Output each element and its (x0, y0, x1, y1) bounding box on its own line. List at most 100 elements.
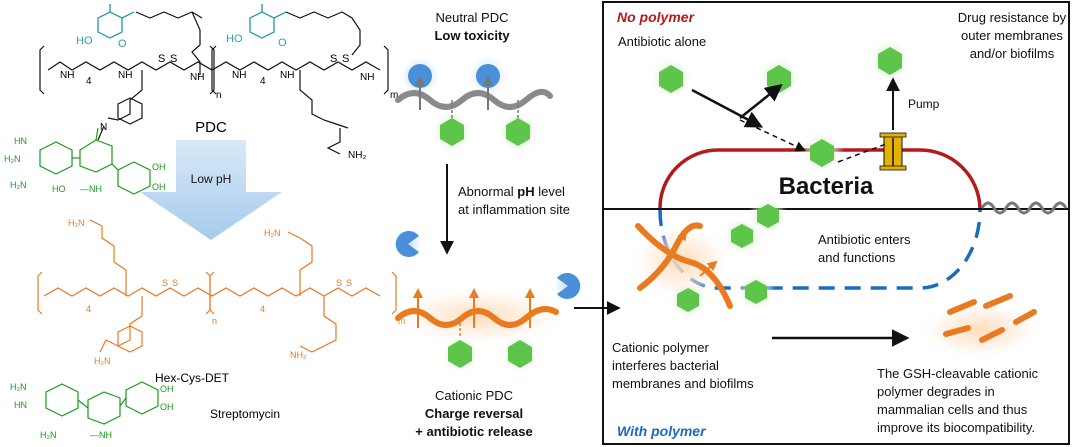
released-drug-hex-1 (448, 340, 472, 368)
strepto-free-h2n-1: H₂N (10, 382, 27, 392)
hex-s-3: S (336, 278, 342, 288)
cationic-interferes-line2: interferes bacterial (612, 358, 719, 373)
cationic-pdc-sub1: Charge reversal (425, 406, 523, 421)
pdc-sub-n: n (216, 90, 222, 101)
teal-o-1: O (118, 38, 127, 50)
abnormal-ph-line1: Abnormal pH level (458, 184, 565, 199)
hex-sub-n: n (212, 316, 217, 326)
cationic-polymer-chain (395, 306, 559, 328)
pdc-nh2-1: NH₂ (348, 150, 366, 161)
teal-ho-1: HO (76, 35, 93, 47)
gsh-line4: improve its biocompatibility. (877, 420, 1035, 435)
pdc-nh-1: NH (60, 70, 74, 81)
strepto-free-oh-1: OH (160, 384, 174, 394)
pdc-sub-4: 4 (86, 76, 92, 87)
no-polymer-label: No polymer (617, 9, 696, 25)
hex-cys-det-structure (37, 219, 397, 353)
gsh-line1: The GSH-cleavable cationic (877, 366, 1039, 381)
antibiotic-hex-6 (731, 224, 753, 248)
hex-nh2-1: NH₂ (290, 350, 307, 360)
strepto-free-hn-1: HN (14, 400, 27, 410)
fragment-1 (947, 299, 977, 315)
antibiotic-alone-label: Antibiotic alone (618, 34, 706, 49)
gsh-line3: mammalian cells and thus (877, 402, 1028, 417)
neutral-drug-hex-2 (506, 118, 530, 146)
antibiotic-hex-3 (878, 47, 902, 75)
strepto-free-oh-2: OH (160, 402, 174, 412)
strepto-h2n-1: H₂N (4, 154, 21, 164)
strepto-h2n-2: H₂N (10, 180, 27, 190)
fragment-2 (983, 293, 1013, 309)
pdc-sub-4b: 4 (260, 76, 266, 87)
strepto-hn-1: HN (14, 136, 27, 146)
neutral-pdc-title: Neutral PDC (436, 10, 509, 25)
pdc-nh-4: NH (232, 70, 246, 81)
cationic-polymer-strand-1 (635, 223, 733, 309)
cationic-interferes-line3: membranes and biofilms (612, 376, 754, 391)
drug-resistance-line3: and/or biofilms (970, 46, 1055, 61)
antibiotic-enters-line2: and functions (818, 250, 896, 265)
antibiotic-hex-8 (745, 280, 767, 304)
antibiotic-hex-1 (659, 65, 683, 93)
pump-label: Pump (908, 97, 940, 111)
strepto-ho-1: HO (52, 184, 66, 194)
bacteria-label: Bacteria (779, 173, 874, 200)
pdc-nh-2: NH (118, 70, 132, 81)
hex-s-4: S (346, 278, 352, 288)
cationic-pdc-sub2: + antibiotic release (415, 424, 532, 439)
low-ph-label: Low pH (191, 172, 232, 186)
pdc-benzyl-ring (97, 97, 143, 141)
antibiotic-hex-5 (757, 204, 779, 228)
cationic-pdc-title: Cationic PDC (435, 388, 513, 403)
neutral-pdc-sub: Low toxicity (434, 28, 510, 43)
with-polymer-box (602, 208, 1070, 445)
pdc-s-4: S (342, 53, 349, 65)
released-anion-2 (557, 272, 581, 299)
antibiotic-enters-line1: Antibiotic enters (818, 232, 911, 247)
fragment-3 (943, 325, 971, 337)
gsh-line2: polymer degrades in (877, 384, 995, 399)
pdc-nh-6: NH (360, 72, 374, 83)
teal-maleamic-group-1 (97, 4, 135, 39)
fragment-4 (979, 327, 1005, 343)
pdc-s-1: S (158, 53, 165, 65)
drug-resistance-line2: outer membranes (961, 28, 1063, 43)
neutral-drug-hex-1 (440, 118, 464, 146)
strepto-oh-2: OH (152, 182, 166, 192)
drug-resistance-line1: Drug resistance by (958, 10, 1067, 25)
strepto-oh-1: OH (152, 162, 166, 172)
pdc-label: PDC (195, 119, 227, 136)
teal-ho-2: HO (226, 33, 243, 45)
released-anion-1 (395, 231, 419, 257)
strepto-nh-1: —NH (80, 184, 102, 194)
antibiotic-hex-4 (810, 139, 834, 167)
pdc-s-3: S (330, 53, 337, 65)
released-drug-hex-2 (508, 340, 532, 368)
middle-panel: Neutral PDC Low toxicity Abnormal pH lev… (390, 10, 621, 439)
with-polymer-label: With polymer (617, 423, 707, 439)
neutral-polymer-chain (395, 88, 553, 110)
strepto-free-nh-1: —NH (90, 430, 112, 440)
hex-s-1: S (162, 278, 168, 288)
abnormal-ph-line2: at inflammation site (458, 202, 570, 217)
right-panel: No polymer Antibiotic alone Drug resista… (602, 1, 1070, 445)
streptomycin-conjugated (39, 127, 151, 195)
pdc-backbone (39, 11, 389, 155)
cationic-interferes-line1: Cationic polymer (612, 340, 709, 355)
pdc-sub-m: m (390, 90, 398, 101)
pdc-s-2: S (170, 53, 177, 65)
fragment-5 (1013, 309, 1037, 325)
flagellum (980, 201, 1068, 215)
low-ph-arrow (140, 140, 282, 240)
teal-maleamic-group-2 (249, 4, 287, 39)
pdc-nh-5: NH (280, 70, 294, 81)
strepto-free-label: Streptomycin (210, 407, 280, 421)
teal-o-2: O (278, 37, 287, 49)
strepto-free-h2n-2: H₂N (40, 430, 57, 440)
hex-sub-4b: 4 (260, 304, 265, 314)
antibiotic-hex-7 (677, 288, 699, 312)
streptomycin-free (45, 381, 159, 425)
hex-h2n-2: H₂N (264, 228, 281, 238)
hex-h2n-3: H₂N (94, 356, 111, 366)
